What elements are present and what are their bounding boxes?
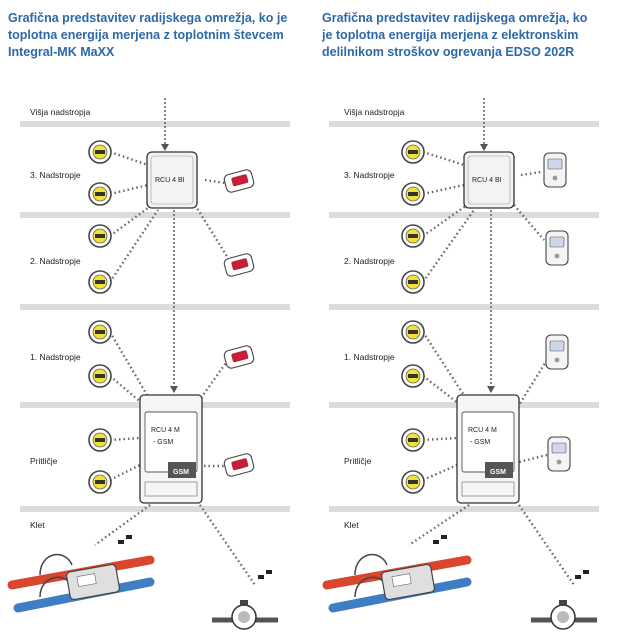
water-meter-icon xyxy=(212,600,278,630)
edso-202r-icon xyxy=(543,152,567,188)
arrow-icon xyxy=(170,386,178,393)
rcu-top-label: RCU 4 BI xyxy=(472,177,502,184)
floor-label: 3. Nadstropje xyxy=(344,170,395,180)
heat-meter-icon xyxy=(88,270,112,294)
rcu-bottom-label: RCU 4 M xyxy=(151,427,180,434)
floor-label: Pritličje xyxy=(344,456,372,466)
left-panel: Grafična predstavitev radijskega omrežja… xyxy=(7,10,298,630)
heat-meter-icon xyxy=(401,270,425,294)
left-title-line: toplotna energija merjena z toplotnim št… xyxy=(8,28,284,42)
floor-label: Klet xyxy=(30,520,45,530)
floor-slab xyxy=(329,121,599,127)
floor-slab xyxy=(20,121,290,127)
heat-meter-icon xyxy=(88,428,112,452)
floor-slab xyxy=(20,506,290,512)
rcu-bottom-label: - GSM xyxy=(470,439,490,446)
floor-label: Klet xyxy=(344,520,359,530)
radio-links xyxy=(408,150,575,586)
heat-meter-icon xyxy=(88,224,112,248)
floor-slab xyxy=(20,304,290,310)
right-title-line: Grafična predstavitev radijskega omrežja… xyxy=(322,11,588,25)
heat-meter-icon xyxy=(401,182,425,206)
floor-slab xyxy=(329,506,599,512)
edso-202r-icon xyxy=(547,436,571,472)
floor-label: 2. Nadstropje xyxy=(30,256,81,266)
heat-meter-icon xyxy=(401,428,425,452)
water-meter-icon xyxy=(531,600,597,630)
right-network-diagram: RCU 4 BI RCU 4 M - GSM GSM xyxy=(322,98,597,630)
floor-label: Pritličje xyxy=(30,456,58,466)
left-title-line: Integral-MK MaXX xyxy=(8,45,115,59)
gsm-label: GSM xyxy=(490,469,506,476)
rcu-4-m-gsm-device: RCU 4 M - GSM GSM xyxy=(139,394,203,504)
floor-label: 3. Nadstropje xyxy=(30,170,81,180)
heat-meter-icon xyxy=(401,470,425,494)
right-title: Grafična predstavitev radijskega omrežja… xyxy=(322,10,612,61)
floor-slab xyxy=(329,212,599,218)
heat-meter-icon xyxy=(401,140,425,164)
heat-meter-icon xyxy=(401,224,425,248)
arrow-icon xyxy=(480,144,488,151)
heat-meter-icon xyxy=(88,364,112,388)
heat-meter-icon xyxy=(88,140,112,164)
integral-mk-maxx-icon xyxy=(223,345,255,369)
arrow-icon xyxy=(161,144,169,151)
basement-pipe-assembly xyxy=(7,553,155,613)
rcu-4-bi-device: RCU 4 BI xyxy=(146,151,198,209)
rcu-top-label: RCU 4 BI xyxy=(155,177,185,184)
heat-meter-icon xyxy=(88,470,112,494)
right-title-line: delilnikom stroškov ogrevanja EDSO 202R xyxy=(322,45,575,59)
edso-202r-icon xyxy=(545,334,569,370)
heat-meter-icon xyxy=(88,182,112,206)
gsm-module xyxy=(485,462,513,478)
floor-slab xyxy=(329,304,599,310)
floor-label: Višja nadstropja xyxy=(344,107,405,117)
rcu-4-bi-device: RCU 4 BI xyxy=(463,151,515,209)
floor-slab xyxy=(20,212,290,218)
right-panel: Grafična predstavitev radijskega omrežja… xyxy=(309,0,618,640)
right-title-line: je toplotna energija merjena z elektrons… xyxy=(322,28,579,42)
gsm-module xyxy=(168,462,196,478)
heat-meter-icon xyxy=(88,320,112,344)
integral-mk-maxx-icon xyxy=(223,453,255,477)
floor-label: 2. Nadstropje xyxy=(344,256,395,266)
gsm-label: GSM xyxy=(173,469,189,476)
left-title-line: Grafična predstavitev radijskega omrežja… xyxy=(8,11,288,25)
integral-mk-maxx-icon xyxy=(223,169,255,193)
arrow-icon xyxy=(487,386,495,393)
integral-mk-maxx-icon xyxy=(223,253,255,277)
floor-label: Višja nadstropja xyxy=(30,107,91,117)
floor-label: 1. Nadstropje xyxy=(30,352,81,362)
antenna-icon xyxy=(433,535,589,579)
left-title: Grafična predstavitev radijskega omrežja… xyxy=(8,10,298,61)
rcu-4-m-gsm-device: RCU 4 M - GSM GSM xyxy=(456,394,520,504)
basement-pipe-assembly xyxy=(322,553,472,613)
left-network-diagram: RCU 4 BI RCU 4 M - GSM GSM xyxy=(7,98,278,630)
heat-meter-icon xyxy=(401,364,425,388)
heat-meter-icon xyxy=(401,320,425,344)
antenna-icon xyxy=(118,535,272,579)
edso-202r-icon xyxy=(545,230,569,266)
rcu-bottom-label: RCU 4 M xyxy=(468,427,497,434)
rcu-bottom-label: - GSM xyxy=(153,439,173,446)
floor-label: 1. Nadstropje xyxy=(344,352,395,362)
